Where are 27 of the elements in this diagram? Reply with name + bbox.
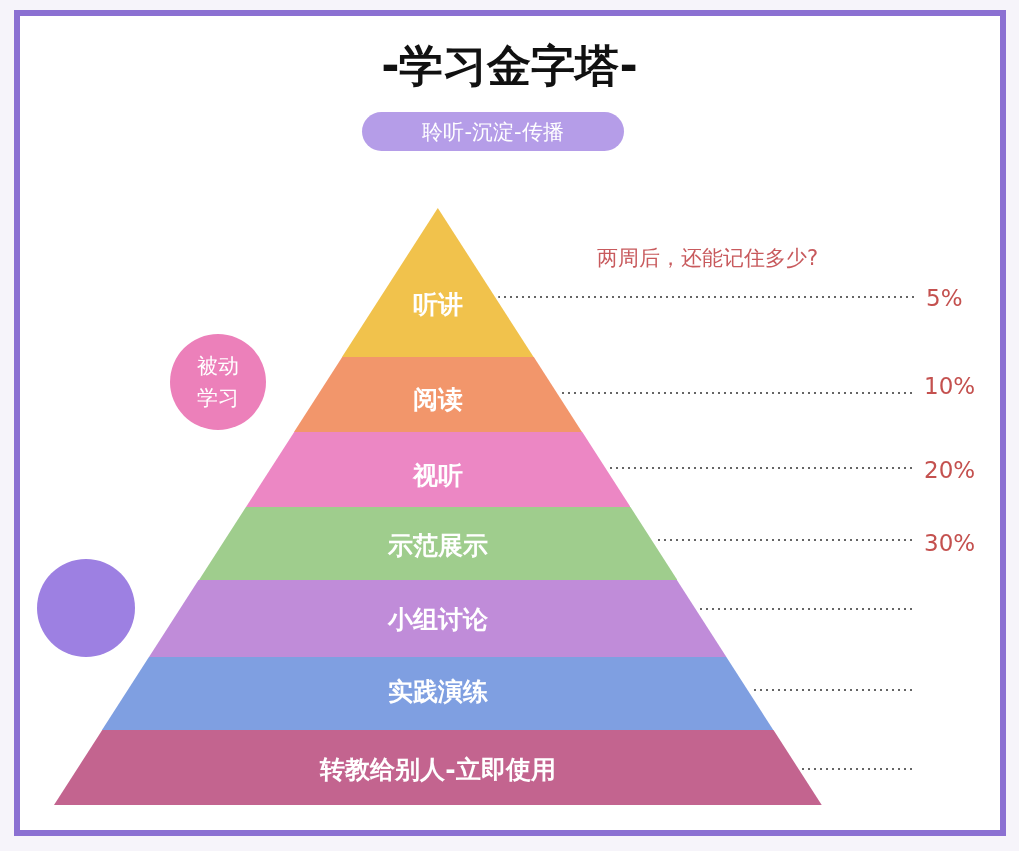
tier-label: 视听: [411, 460, 464, 492]
percentage-label: 10%: [924, 371, 976, 401]
percentage-label: 5%: [926, 283, 963, 313]
subtitle-text: 聆听-沉淀-传播: [422, 118, 564, 145]
tier-label: 示范展示: [387, 530, 489, 562]
leader-line: [698, 608, 913, 610]
tier-label: 转教给别人-立即使用: [318, 754, 557, 786]
pyramid-tier: [342, 208, 534, 357]
pyramid-tier: [293, 357, 582, 432]
leader-line: [800, 768, 913, 770]
percentage-label: 30%: [924, 528, 976, 558]
tier-label: 听讲: [412, 289, 464, 321]
subtitle-banner: [362, 112, 624, 151]
tier-label: 阅读: [412, 384, 464, 416]
leader-line: [607, 467, 913, 469]
pyramid-tier: [245, 432, 631, 507]
circle-label: 被动学习: [196, 353, 240, 412]
percentage-label: 20%: [924, 455, 976, 485]
tier-label: 小组讨论: [386, 604, 489, 636]
pyramid-tier: [102, 657, 774, 730]
leader-line: [497, 296, 915, 298]
tier-label: 实践演练: [387, 676, 489, 708]
leader-line: [559, 392, 913, 394]
pyramid-tier: [54, 730, 822, 805]
pyramid-tier: [149, 580, 727, 657]
page-title: -学习金字塔-: [381, 40, 638, 91]
column-heading: 两周后，还能记住多少?: [597, 245, 819, 272]
